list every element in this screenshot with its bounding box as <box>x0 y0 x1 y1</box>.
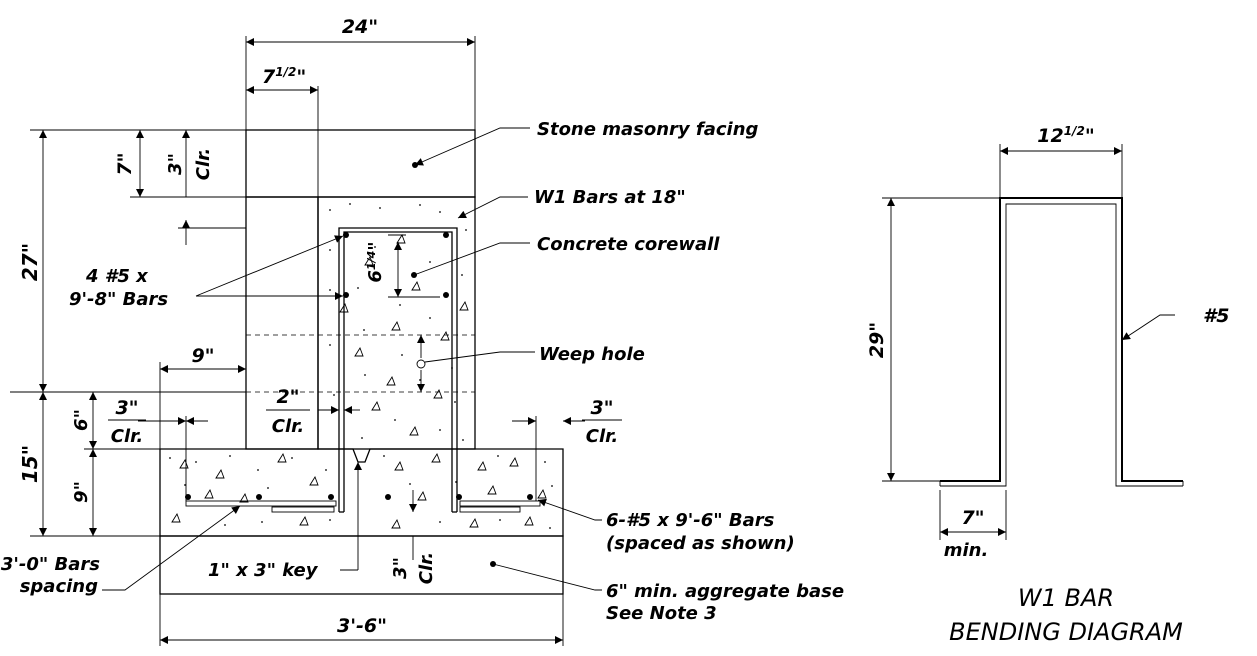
dim-right-clr-val: 3" <box>590 397 613 419</box>
dim-facing-height: 7" <box>114 152 136 175</box>
bar-dot <box>456 494 462 500</box>
dim-top-width: 24" <box>342 16 378 38</box>
bar-dot <box>328 494 334 500</box>
dim-lower-9: 9" <box>71 481 92 503</box>
dim-footing-height: 15" <box>18 445 42 483</box>
callout-left-bars-2: spacing <box>20 576 98 597</box>
w1-bar-outer <box>338 227 458 512</box>
section-labels: 24" 71/2" 7" 3" Clr. 27" 15" 6" 9" 9" 3"… <box>1 16 844 637</box>
w1-leg-length: 7" <box>961 507 984 529</box>
dim-mid-clr-val: 2" <box>276 386 299 408</box>
callout-base-2: See Note 3 <box>606 603 717 624</box>
callout-corewall: Concrete corewall <box>537 234 720 255</box>
concrete-aggregate-marks <box>339 233 469 436</box>
dim-wall-height: 27" <box>18 243 42 281</box>
footing-dots <box>169 455 553 529</box>
bar-dot <box>443 232 449 238</box>
bar-dot <box>343 292 349 298</box>
footing-bar-right-short <box>459 506 521 513</box>
dim-facing-clr-val: 3" <box>165 153 186 175</box>
bar-dot <box>256 494 262 500</box>
footing-bar-left-short <box>271 506 335 513</box>
dim-bar-spacing: 61/4" <box>365 241 386 282</box>
dim-toe: 9" <box>191 345 214 367</box>
callout-long-bars-1: 4 #5 x <box>85 266 149 287</box>
callout-footing-bars-2: (spaced as shown) <box>606 533 795 554</box>
dim-upper-6: 6" <box>71 409 92 431</box>
footing-bar-right <box>459 500 541 507</box>
dim-left-clr: Clr. <box>111 426 144 447</box>
w1-title-2: BENDING DIAGRAM <box>949 618 1183 646</box>
dim-footing-width: 3'-6" <box>337 615 387 637</box>
w1-leg-note: min. <box>944 540 989 561</box>
dim-left-clr-val: 3" <box>115 397 138 419</box>
footing <box>159 448 564 537</box>
bar-dot <box>385 494 391 500</box>
leaders <box>102 127 602 591</box>
footing-aggregate-marks <box>171 452 547 529</box>
bar-dot <box>343 232 349 238</box>
callout-long-bars-2: 9'-8" Bars <box>69 289 168 310</box>
callout-stone-facing: Stone masonry facing <box>537 119 759 140</box>
w1-dim-height: 29" <box>866 322 888 358</box>
w1-dim-width: 121/2" <box>1037 124 1094 147</box>
w1-bar-size: #5 <box>1203 305 1229 327</box>
callout-base-1: 6" min. aggregate base <box>606 581 844 602</box>
dim-base-clr: Clr. <box>416 552 437 585</box>
weep-hole <box>246 334 475 393</box>
bar-dot <box>185 494 191 500</box>
w1-bending-diagram: 121/2" 29" #5 7" min. W1 BAR BENDING DIA… <box>866 124 1229 646</box>
dim-facing-width: 71/2" <box>262 65 306 88</box>
callout-weep-hole: Weep hole <box>539 344 645 365</box>
dim-mid-clr: Clr. <box>272 416 305 437</box>
callout-footing-bars-1: 6-#5 x 9'-6" Bars <box>606 510 775 531</box>
bar-dot <box>527 494 533 500</box>
footing-bar-left <box>185 500 337 507</box>
dim-base-clr-val: 3" <box>390 557 411 579</box>
dim-right-clr: Clr. <box>586 426 619 447</box>
w1-title-1: W1 BAR <box>1018 584 1114 612</box>
callout-key: 1" x 3" key <box>208 560 319 581</box>
callout-left-bars-1: 3'-0" Bars <box>1 554 100 575</box>
w1-bar-inner <box>343 231 453 512</box>
dim-facing-clr: Clr. <box>193 148 214 181</box>
reinforcement <box>185 227 541 513</box>
bar-dot <box>443 292 449 298</box>
dimensions <box>10 36 585 646</box>
callout-w1-bars: W1 Bars at 18" <box>534 187 686 208</box>
concrete-dots <box>329 203 467 441</box>
aggregate-base <box>159 535 564 595</box>
